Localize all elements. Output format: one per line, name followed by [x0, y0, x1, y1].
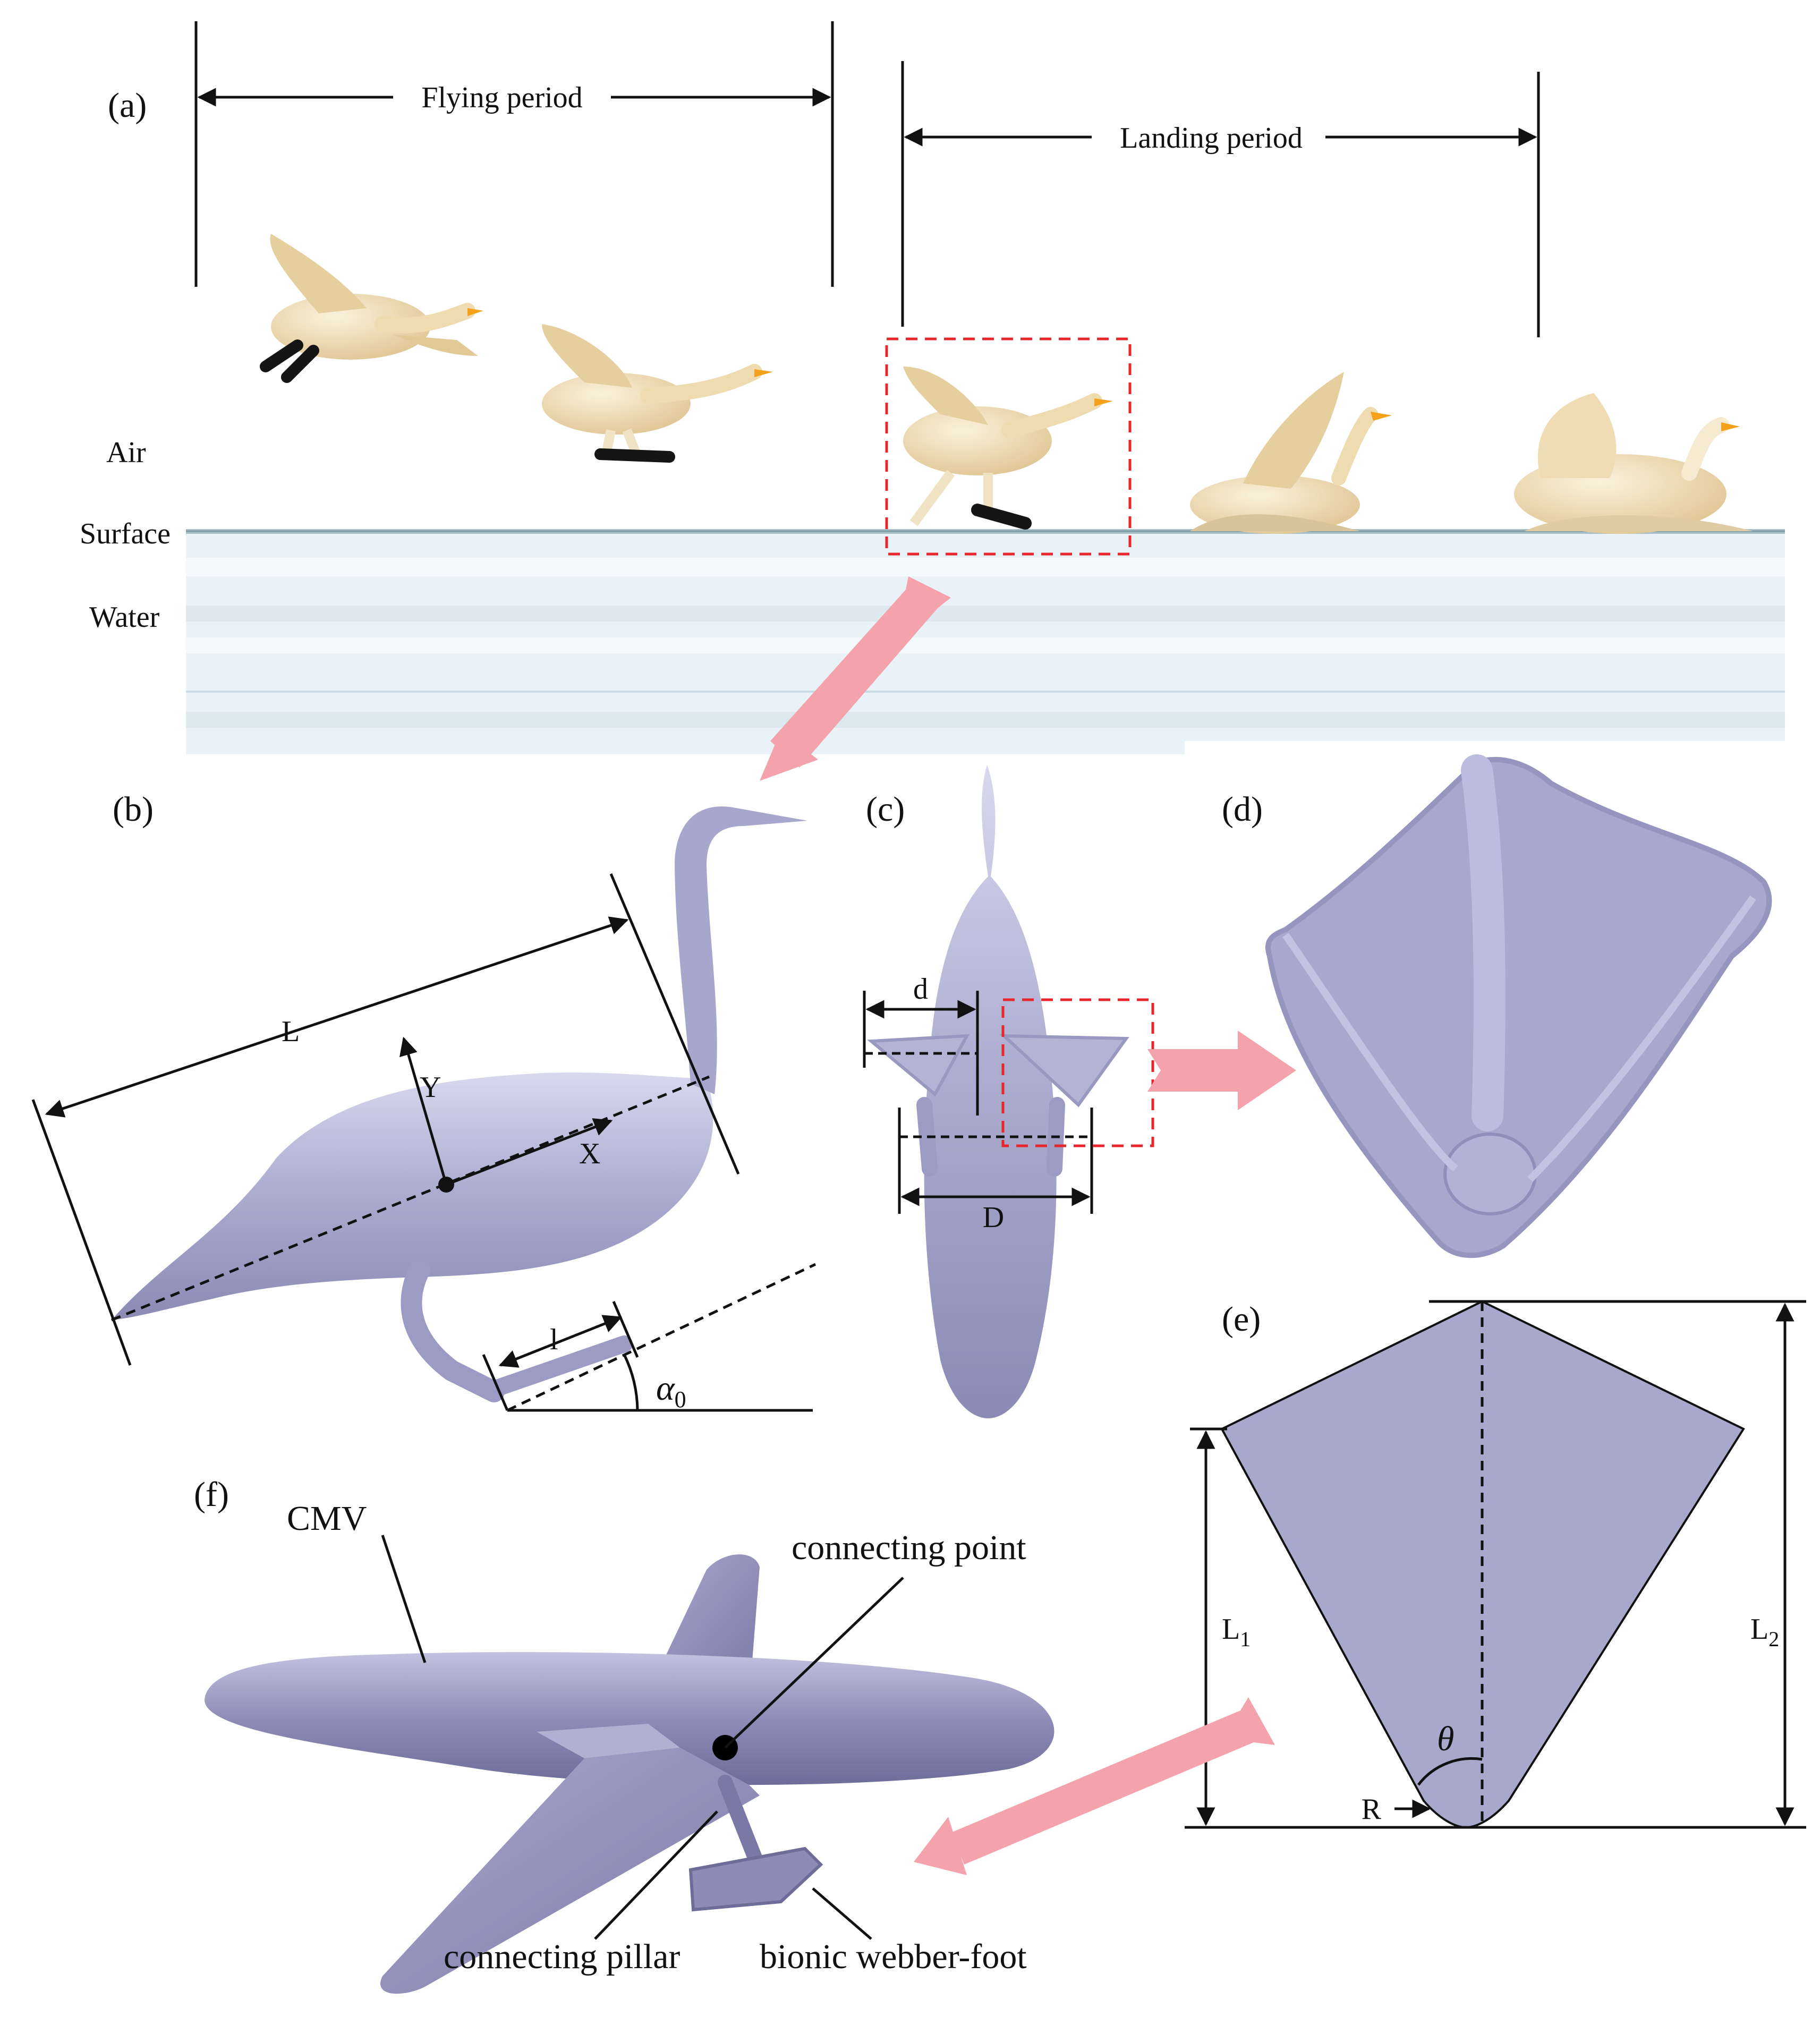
label-bionic-webber-foot: bionic webber-foot — [760, 1937, 1027, 1976]
surface-label: Surface — [80, 517, 171, 550]
label-L1: L1 — [1222, 1613, 1251, 1651]
label-d: d — [913, 973, 928, 1006]
webbed-foot-model — [1265, 754, 1772, 1258]
center-of-mass-dot — [438, 1177, 454, 1193]
landing-period-bracket — [901, 61, 1540, 337]
label-Y: Y — [420, 1071, 441, 1104]
dimension-L — [31, 873, 740, 1366]
landing-highlight-box — [885, 337, 1132, 556]
label-L2: L2 — [1750, 1613, 1779, 1651]
swan-landing-3 — [1514, 393, 1753, 534]
panel-d-label: (d) — [1222, 790, 1263, 829]
aircraft-cmv-model — [205, 1554, 1054, 1994]
xy-axes — [399, 1036, 613, 1186]
label-R: R — [1362, 1793, 1382, 1826]
panel-e-label: (e) — [1222, 1300, 1261, 1339]
water-layer — [186, 529, 1785, 754]
label-connecting-pillar: connecting pillar — [444, 1937, 680, 1976]
water-label: Water — [89, 601, 160, 634]
pink-arrow-c-to-d — [1147, 1031, 1296, 1110]
panel-f-label: (f) — [194, 1475, 229, 1514]
label-connecting-point: connecting point — [792, 1528, 1026, 1567]
swan-3d-model — [112, 806, 807, 1402]
callout-lines — [381, 1535, 904, 1940]
flying-period-label: Flying period — [421, 81, 582, 114]
label-l: l — [550, 1323, 558, 1356]
panel-c-label: (c) — [866, 790, 905, 829]
label-theta: θ — [1437, 1720, 1454, 1758]
swan-landing-2 — [1190, 372, 1392, 534]
flying-period-bracket — [194, 21, 834, 287]
body-axis-dashed — [111, 1075, 710, 1322]
foot-highlight-box — [1001, 998, 1154, 1147]
pink-arrow-e-to-f-head — [914, 1817, 967, 1875]
dimension-l — [482, 1301, 639, 1411]
dimension-d — [863, 991, 979, 1116]
pink-arrow-a-to-b — [770, 576, 951, 768]
swan-landing-1 — [903, 367, 1113, 530]
panel-b-label: (b) — [113, 790, 154, 829]
swan-flying-1 — [260, 234, 483, 383]
label-D: D — [983, 1201, 1004, 1234]
air-label: Air — [106, 436, 146, 469]
dimension-D — [898, 1108, 1093, 1214]
landing-period-label: Landing period — [1120, 122, 1303, 155]
label-cmv: CMV — [287, 1499, 367, 1538]
dimension-L2 — [1429, 1300, 1806, 1826]
pink-arrow-e-to-f — [951, 1697, 1275, 1865]
angle-alpha-lines — [506, 1263, 817, 1412]
label-L: L — [282, 1015, 300, 1048]
swan-top-view-model — [867, 765, 1129, 1418]
label-alpha: α0 — [656, 1369, 686, 1412]
swan-flying-2 — [542, 324, 773, 463]
theta-arc — [1417, 1757, 1483, 1786]
pink-arrow-a-to-b-head — [760, 730, 818, 781]
label-X: X — [579, 1137, 600, 1170]
panel-a-label: (a) — [108, 86, 147, 125]
